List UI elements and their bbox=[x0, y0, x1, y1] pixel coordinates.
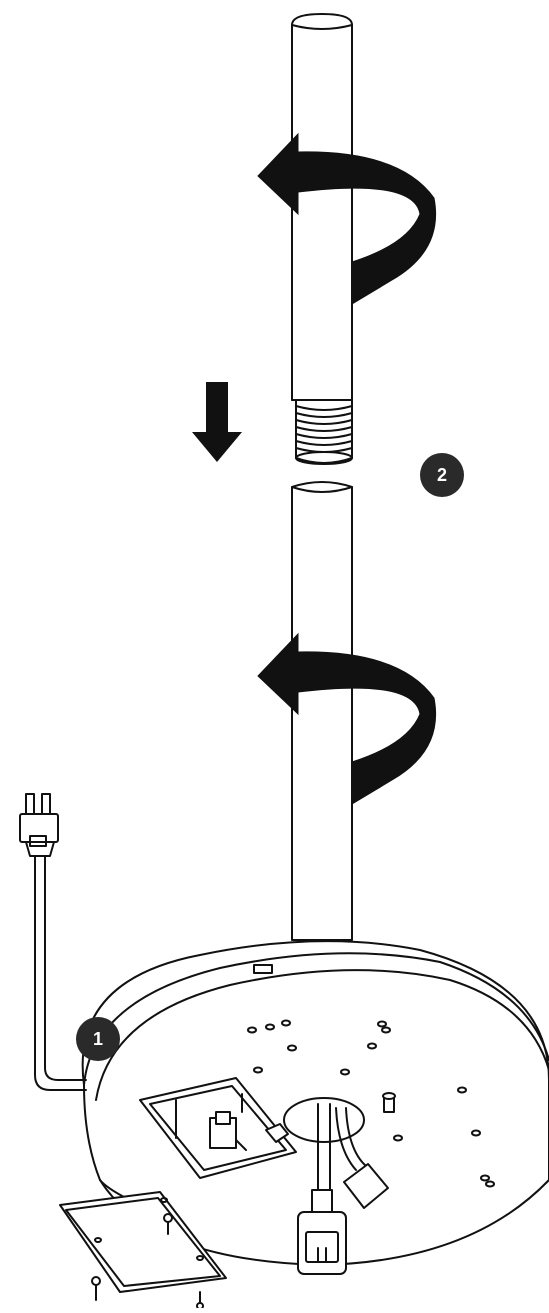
upper-pole-segment bbox=[292, 14, 352, 400]
down-arrow-icon bbox=[192, 382, 242, 462]
lower-pole-segment bbox=[292, 482, 352, 940]
step-badge-1: 1 bbox=[76, 1017, 120, 1061]
screw-icon bbox=[92, 1277, 100, 1300]
plug-icon bbox=[20, 794, 58, 856]
screw-icon bbox=[197, 1292, 203, 1308]
power-cord bbox=[35, 855, 86, 1090]
threaded-end bbox=[296, 400, 352, 464]
step-badge-2: 2 bbox=[420, 453, 464, 497]
